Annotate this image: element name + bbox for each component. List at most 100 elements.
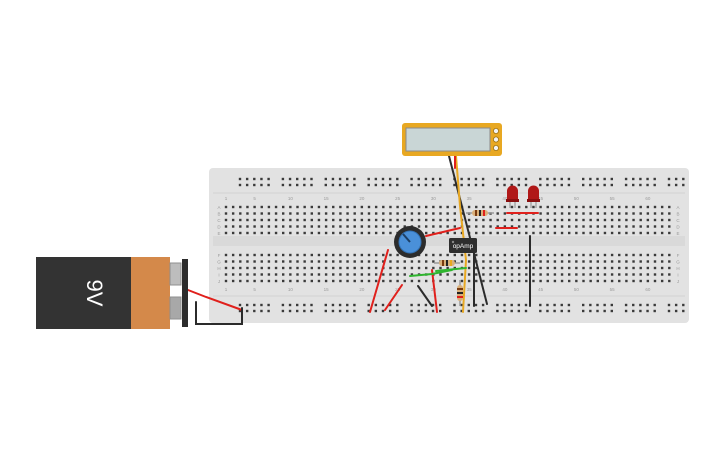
terminal-hole[interactable] [425, 212, 428, 215]
terminal-hole[interactable] [603, 205, 607, 209]
terminal-hole[interactable] [282, 266, 285, 270]
terminal-hole[interactable] [267, 253, 271, 257]
terminal-hole[interactable] [296, 212, 299, 215]
terminal-hole[interactable] [296, 279, 299, 283]
rail-hole-top[interactable] [589, 183, 592, 187]
terminal-hole[interactable] [503, 212, 507, 215]
terminal-hole[interactable] [396, 253, 399, 257]
terminal-hole[interactable] [303, 212, 306, 215]
rail-hole-bottom[interactable] [346, 303, 349, 307]
terminal-hole[interactable] [460, 279, 464, 283]
terminal-hole[interactable] [274, 253, 278, 257]
terminal-hole[interactable] [503, 279, 507, 283]
terminal-hole[interactable] [646, 273, 650, 276]
terminal-hole[interactable] [632, 266, 635, 270]
terminal-hole[interactable] [439, 273, 442, 276]
rail-hole-bottom[interactable] [510, 309, 513, 313]
rail-hole-bottom[interactable] [474, 303, 478, 307]
terminal-hole[interactable] [525, 253, 528, 257]
terminal-hole[interactable] [239, 266, 242, 270]
terminal-hole[interactable] [639, 231, 642, 235]
terminal-hole[interactable] [610, 266, 614, 270]
terminal-hole[interactable] [660, 205, 664, 209]
rail-hole-top[interactable] [603, 177, 606, 181]
rail-hole-top[interactable] [367, 183, 370, 187]
rail-hole-top[interactable] [496, 177, 499, 181]
rail-hole-bottom[interactable] [646, 303, 649, 307]
terminal-hole[interactable] [467, 279, 471, 283]
terminal-hole[interactable] [260, 205, 263, 209]
terminal-hole[interactable] [553, 231, 557, 235]
terminal-hole[interactable] [503, 253, 507, 257]
rail-hole-bottom[interactable] [353, 309, 356, 313]
terminal-hole[interactable] [575, 205, 578, 209]
terminal-hole[interactable] [439, 225, 442, 228]
rail-hole-top[interactable] [539, 183, 542, 187]
terminal-hole[interactable] [274, 225, 278, 228]
terminal-hole[interactable] [396, 266, 399, 270]
terminal-hole[interactable] [332, 225, 335, 228]
terminal-hole[interactable] [575, 225, 578, 228]
rail-hole-bottom[interactable] [546, 309, 549, 313]
terminal-hole[interactable] [582, 205, 585, 209]
terminal-hole[interactable] [653, 225, 657, 228]
terminal-hole[interactable] [503, 273, 507, 276]
multimeter-lead-orange[interactable] [455, 155, 468, 313]
terminal-hole[interactable] [324, 205, 328, 209]
terminal-hole[interactable] [482, 266, 485, 270]
terminal-hole[interactable] [489, 279, 492, 283]
terminal-hole[interactable] [274, 260, 278, 263]
rail-hole-bottom[interactable] [296, 303, 299, 307]
terminal-hole[interactable] [489, 218, 492, 222]
terminal-hole[interactable] [582, 266, 585, 270]
terminal-hole[interactable] [575, 212, 578, 215]
terminal-hole[interactable] [346, 266, 349, 270]
terminal-hole[interactable] [482, 273, 485, 276]
terminal-hole[interactable] [582, 260, 585, 263]
led-1[interactable] [506, 185, 519, 209]
terminal-hole[interactable] [646, 205, 650, 209]
rail-hole-top[interactable] [610, 183, 613, 187]
terminal-hole[interactable] [389, 225, 392, 228]
terminal-hole[interactable] [382, 260, 385, 263]
terminal-hole[interactable] [253, 273, 256, 276]
terminal-hole[interactable] [532, 218, 535, 222]
terminal-hole[interactable] [353, 253, 356, 257]
terminal-hole[interactable] [546, 218, 549, 222]
terminal-hole[interactable] [353, 218, 356, 222]
terminal-hole[interactable] [553, 260, 557, 263]
terminal-hole[interactable] [403, 205, 406, 209]
terminal-hole[interactable] [582, 273, 585, 276]
terminal-hole[interactable] [517, 266, 521, 270]
terminal-hole[interactable] [289, 212, 292, 215]
terminal-hole[interactable] [646, 225, 650, 228]
terminal-hole[interactable] [324, 273, 328, 276]
terminal-hole[interactable] [625, 266, 628, 270]
rail-hole-bottom[interactable] [331, 309, 335, 313]
terminal-hole[interactable] [425, 279, 428, 283]
terminal-hole[interactable] [668, 212, 671, 215]
terminal-hole[interactable] [603, 218, 607, 222]
multimeter[interactable] [402, 123, 502, 156]
terminal-hole[interactable] [453, 218, 456, 222]
rail-hole-top[interactable] [639, 183, 642, 187]
rail-hole-top[interactable] [367, 177, 370, 181]
terminal-hole[interactable] [525, 266, 528, 270]
terminal-hole[interactable] [568, 253, 571, 257]
rail-hole-bottom[interactable] [467, 309, 470, 313]
terminal-hole[interactable] [446, 266, 449, 270]
terminal-hole[interactable] [324, 218, 328, 222]
terminal-hole[interactable] [668, 253, 671, 257]
rail-hole-top[interactable] [396, 177, 399, 181]
terminal-hole[interactable] [374, 205, 378, 209]
rail-hole-top[interactable] [596, 183, 599, 187]
terminal-hole[interactable] [632, 205, 635, 209]
terminal-hole[interactable] [568, 273, 571, 276]
rail-hole-top[interactable] [260, 183, 263, 187]
potentiometer[interactable] [394, 226, 426, 258]
terminal-hole[interactable] [360, 260, 364, 263]
terminal-hole[interactable] [417, 212, 421, 215]
terminal-hole[interactable] [575, 279, 578, 283]
terminal-hole[interactable] [389, 253, 392, 257]
terminal-hole[interactable] [668, 231, 671, 235]
